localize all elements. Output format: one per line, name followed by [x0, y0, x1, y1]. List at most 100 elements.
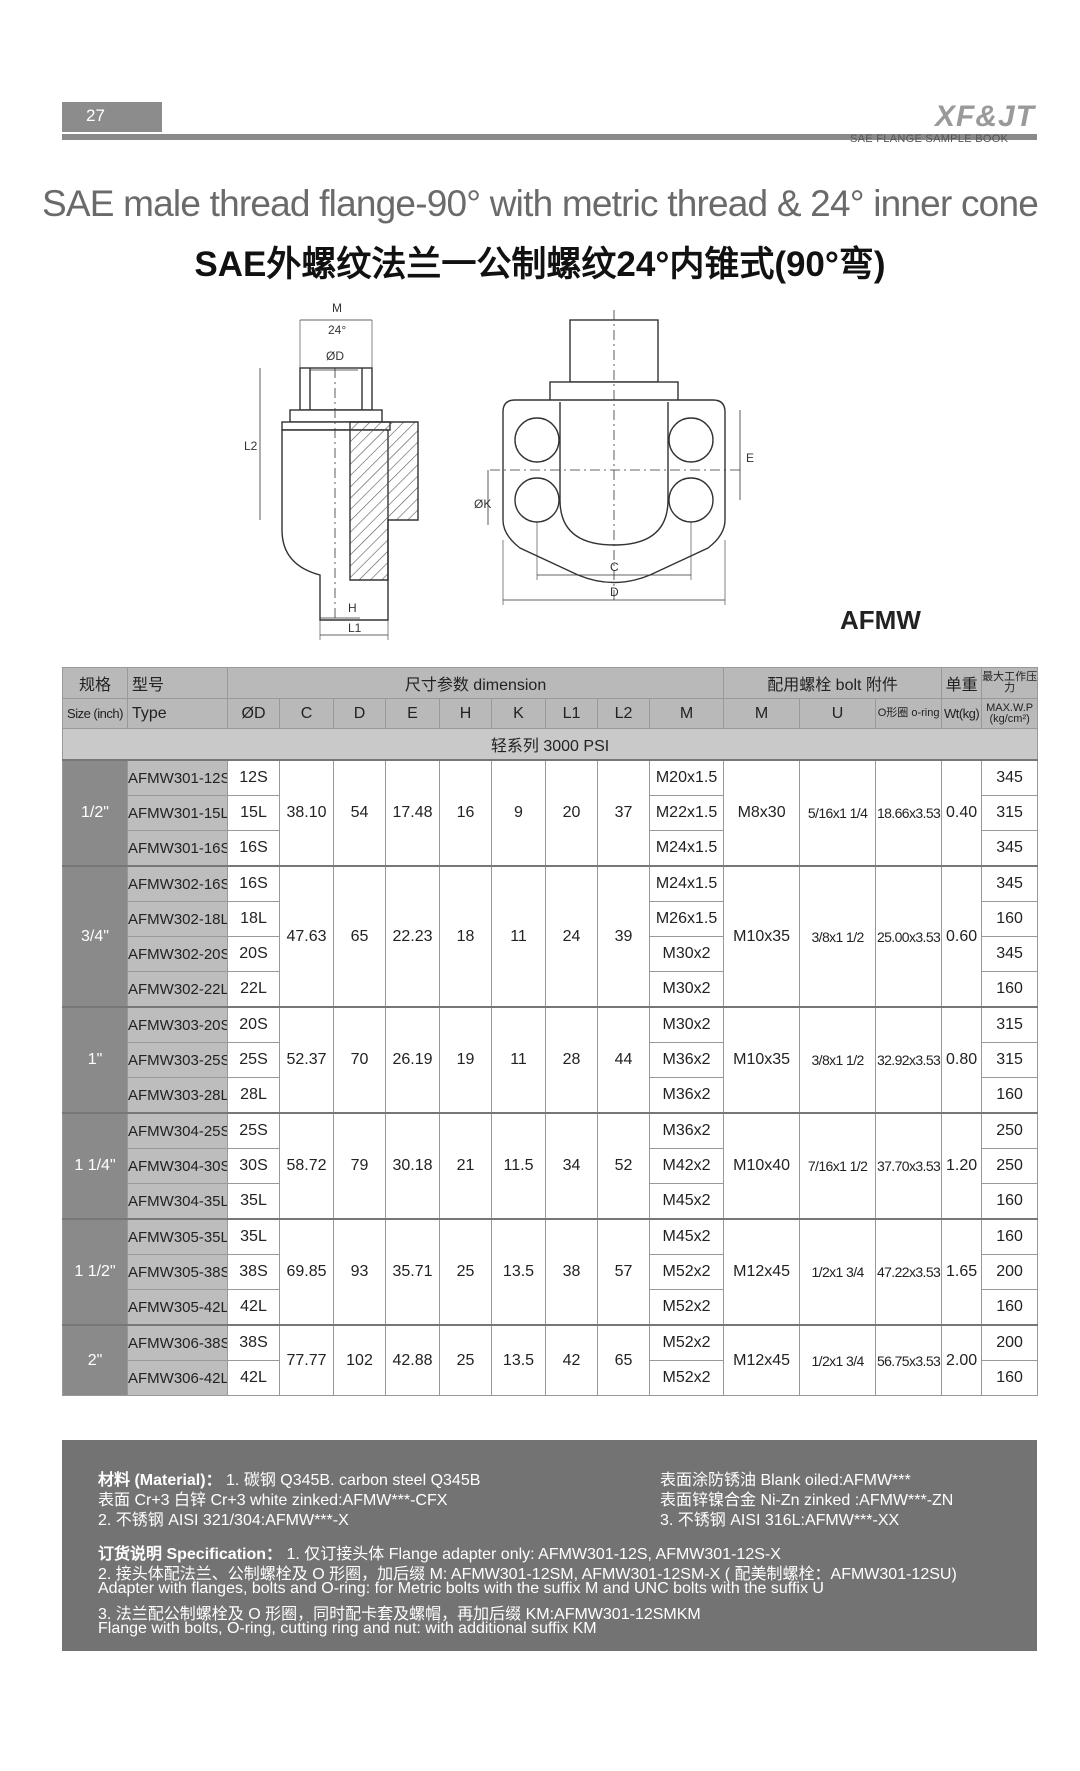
cell-k: 13.5: [491, 1324, 546, 1396]
material-line-3: 2. 不锈钢 AISI 321/304:AFMW***-X: [98, 1512, 349, 1529]
header-col-k: K: [491, 698, 546, 729]
cell-type: AFMW303-20S: [127, 1006, 228, 1043]
cell-od: 35L: [227, 1218, 280, 1255]
cell-m: M24x1.5: [648, 830, 725, 867]
cell-u: 7/16x1 1/2: [799, 1112, 877, 1220]
cell-l2: 39: [597, 865, 650, 1008]
cell-c: 47.63: [279, 865, 334, 1008]
spec-line-4: 3. 法兰配公制螺栓及 O 形圈，同时配卡套及螺帽，再加后缀 KM:AFMW30…: [98, 1606, 701, 1623]
cell-l1: 34: [545, 1112, 598, 1220]
cell-bolt-m: M10x35: [723, 1006, 801, 1114]
cell-od: 25S: [227, 1042, 280, 1078]
cell-od: 35L: [227, 1183, 280, 1220]
dim-label-l1: L1: [348, 621, 362, 635]
material-title: 材料 (Material)：: [98, 1472, 222, 1489]
cell-type: AFMW304-25S: [127, 1112, 228, 1149]
cell-u: 1/2x1 3/4: [799, 1324, 877, 1396]
spec-line-3: Adapter with flanges, bolts and O-ring: …: [98, 1580, 824, 1597]
header-type: Type: [127, 698, 228, 729]
cell-m: M36x2: [648, 1042, 725, 1078]
cell-m: M24x1.5: [648, 865, 725, 902]
cell-max-wp: 160: [981, 971, 1039, 1008]
cell-max-wp: 345: [981, 759, 1039, 796]
cell-l1: 20: [545, 759, 598, 867]
cell-wt: 1.65: [941, 1218, 983, 1326]
cell-type: AFMW301-15L: [127, 795, 228, 831]
header-col-bolt-m: M: [723, 698, 801, 729]
cell-od: 16S: [227, 830, 280, 867]
cell-type: AFMW303-28L: [127, 1077, 228, 1114]
cell-h: 21: [439, 1112, 492, 1220]
cell-k: 13.5: [491, 1218, 546, 1326]
cell-c: 38.10: [279, 759, 334, 867]
cell-type: AFMW302-22L: [127, 971, 228, 1008]
header-weight-cn: 单重: [941, 667, 983, 699]
notes-panel: 材料 (Material)： 1. 碳钢 Q345B. carbon steel…: [62, 1440, 1037, 1651]
cell-c: 69.85: [279, 1218, 334, 1326]
cell-bolt-m: M12x45: [723, 1324, 801, 1396]
header-dimension: 尺寸参数 dimension: [226, 667, 725, 699]
cell-type: AFMW305-42L: [127, 1289, 228, 1326]
header-col-e: E: [385, 698, 440, 729]
cell-d: 79: [333, 1112, 386, 1220]
cell-size: 1": [62, 1006, 128, 1114]
cell-od: 20S: [227, 1006, 280, 1043]
cell-l2: 44: [597, 1006, 650, 1114]
cell-m: M52x2: [648, 1360, 725, 1396]
cell-h: 19: [439, 1006, 492, 1114]
cell-type: AFMW302-18L: [127, 901, 228, 937]
cell-size: 3/4": [62, 865, 128, 1008]
cell-m: M52x2: [648, 1324, 725, 1361]
cell-m: M36x2: [648, 1112, 725, 1149]
cell-od: 15L: [227, 795, 280, 831]
cell-max-wp: 160: [981, 901, 1039, 937]
material-right-2: 表面锌镍合金 Ni-Zn zinked :AFMW***-ZN: [660, 1492, 954, 1509]
cell-e: 35.71: [385, 1218, 440, 1326]
spec-table: 规格 型号 尺寸参数 dimension 配用螺栓 bolt 附件 单重 最大工…: [61, 667, 1039, 1396]
cell-l2: 65: [597, 1324, 650, 1396]
cell-m: M36x2: [648, 1077, 725, 1114]
header-col-l1: L1: [545, 698, 598, 729]
material-right-3: 3. 不锈钢 AISI 316L:AFMW***-XX: [660, 1512, 900, 1529]
cell-l2: 37: [597, 759, 650, 867]
cell-l1: 24: [545, 865, 598, 1008]
header-col-l2: L2: [597, 698, 650, 729]
model-label: AFMW: [840, 605, 921, 635]
cell-max-wp: 315: [981, 1006, 1039, 1043]
cell-od: 16S: [227, 865, 280, 902]
cell-max-wp: 250: [981, 1112, 1039, 1149]
dim-label-d: D: [610, 585, 619, 599]
cell-max-wp: 345: [981, 936, 1039, 972]
material-line-2: 表面 Cr+3 白锌 Cr+3 white zinked:AFMW***-CFX: [98, 1492, 448, 1509]
spec-line-5: Flange with bolts, O-ring, cutting ring …: [98, 1620, 597, 1637]
cell-od: 38S: [227, 1324, 280, 1361]
cell-max-wp: 200: [981, 1254, 1039, 1290]
cell-m: M52x2: [648, 1289, 725, 1326]
cell-size: 1 1/2": [62, 1218, 128, 1326]
cell-h: 25: [439, 1218, 492, 1326]
header-rule: [62, 134, 1037, 140]
cell-m: M30x2: [648, 1006, 725, 1043]
cell-max-wp: 315: [981, 1042, 1039, 1078]
cell-od: 20S: [227, 936, 280, 972]
dim-label-k: ØK: [474, 497, 491, 511]
cell-max-wp: 160: [981, 1183, 1039, 1220]
cell-u: 3/8x1 1/2: [799, 865, 877, 1008]
cell-oring: 37.70x3.53: [875, 1112, 943, 1220]
cell-m: M20x1.5: [648, 759, 725, 796]
cell-od: 38S: [227, 1254, 280, 1290]
spec-line-2: 2. 接头体配法兰、公制螺栓及 O 形圈，加后缀 M: AFMW301-12SM…: [98, 1566, 957, 1583]
cell-e: 22.23: [385, 865, 440, 1008]
header-max-wp-cn: 最大工作压力: [981, 667, 1039, 699]
cell-bolt-m: M10x35: [723, 865, 801, 1008]
spec-line-1: 1. 仅订接头体 Flange adapter only: AFMW301-12…: [286, 1546, 781, 1563]
header-size-cn: 规格: [62, 667, 128, 699]
cell-bolt-m: M8x30: [723, 759, 801, 867]
dim-label-angle: 24°: [328, 323, 346, 337]
page-number-tab-corner: [138, 102, 162, 132]
